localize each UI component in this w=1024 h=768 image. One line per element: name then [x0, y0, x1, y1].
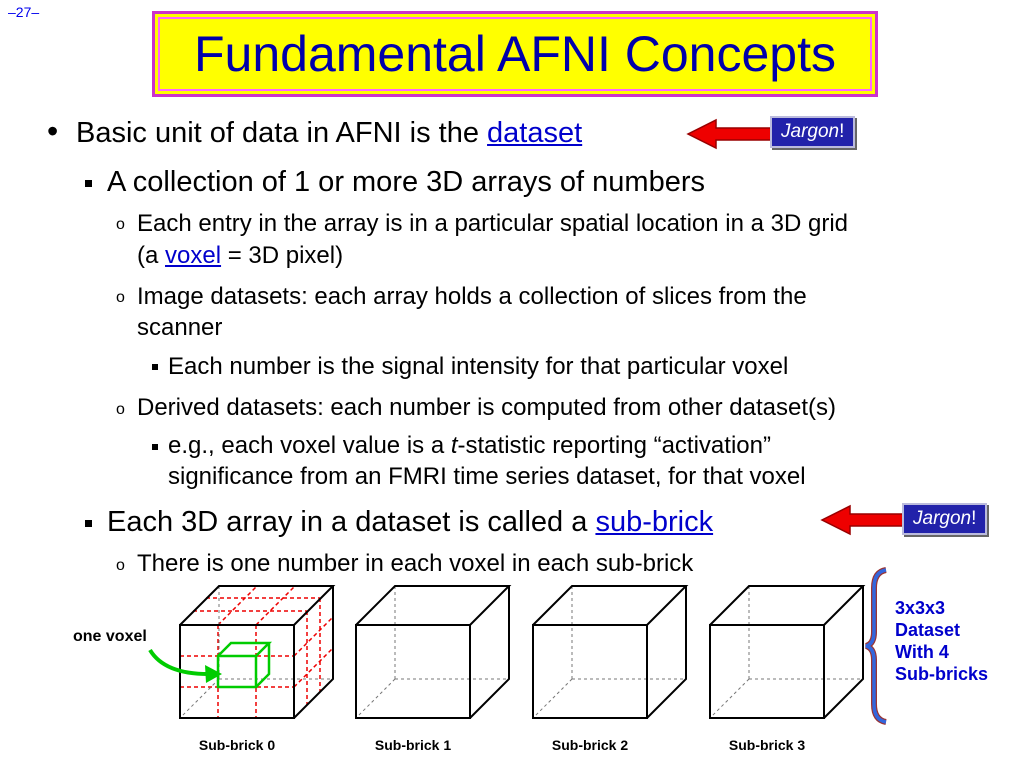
bullet-tstat-cont: significance from an FMRI time series da…	[168, 463, 806, 490]
cube-subbrick-1	[355, 585, 512, 719]
bullet-square	[85, 180, 92, 187]
bullet-image-datasets-cont: scanner	[137, 314, 223, 341]
bullet-o: o	[116, 401, 125, 418]
bullet-image-datasets: Image datasets: each array holds a colle…	[137, 283, 807, 310]
subbrick-label-3: Sub-brick 3	[728, 737, 806, 753]
jargon-badge: Jargon!	[770, 116, 856, 148]
subbrick-label-1: Sub-brick 1	[374, 737, 452, 753]
bullet-o: o	[116, 216, 125, 233]
jargon-badge: Jargon!	[902, 503, 988, 535]
arrow-left-icon	[820, 504, 909, 536]
subbrick-cubes-figure	[148, 585, 866, 719]
bullet-each-entry-cont: (a voxel = 3D pixel)	[137, 242, 344, 269]
bullet-signal-intensity: Each number is the signal intensity for …	[168, 353, 789, 380]
voxel-link[interactable]: voxel	[165, 242, 222, 269]
slide-title: Fundamental AFNI Concepts	[194, 26, 836, 82]
bullet-square-small	[152, 364, 158, 370]
cube-subbrick-2	[532, 585, 689, 719]
curly-brace-icon	[865, 567, 887, 725]
bullet-square-small	[152, 444, 158, 450]
subbrick-label-0: Sub-brick 0	[198, 737, 276, 753]
bullet-each-entry: Each entry in the array is in a particul…	[137, 210, 849, 237]
bullet-o: o	[116, 289, 125, 306]
dataset-link[interactable]: dataset	[487, 117, 583, 149]
bullet-dot: •	[47, 113, 59, 149]
page-number: –27–	[8, 4, 40, 20]
pointer-arrow-icon	[148, 648, 213, 677]
bullet-basic-unit: Basic unit of data in AFNI is the datase…	[76, 117, 583, 149]
bullet-collection: A collection of 1 or more 3D arrays of n…	[107, 166, 705, 198]
bullet-one-number: There is one number in each voxel in eac…	[137, 550, 694, 577]
subbrick-label-2: Sub-brick 2	[551, 737, 629, 753]
bullet-derived: Derived datasets: each number is compute…	[137, 394, 836, 421]
cube-subbrick-3	[709, 585, 866, 719]
one-voxel-label: one voxel	[73, 628, 147, 645]
bullet-square	[85, 520, 92, 527]
pointer-arrowhead-icon	[205, 665, 222, 683]
arrow-left-icon	[686, 118, 773, 150]
subbrick-link[interactable]: sub-brick	[595, 506, 714, 538]
bullet-tstat: e.g., each voxel value is a t-statistic …	[168, 432, 771, 459]
bullet-subbrick: Each 3D array in a dataset is called a s…	[107, 506, 714, 538]
cube-subbrick-0	[179, 585, 336, 719]
dataset-description: 3x3x3 Dataset With 4 Sub-bricks	[895, 598, 989, 684]
title-banner: Fundamental AFNI Concepts	[152, 11, 878, 97]
bullet-o: o	[116, 557, 125, 574]
